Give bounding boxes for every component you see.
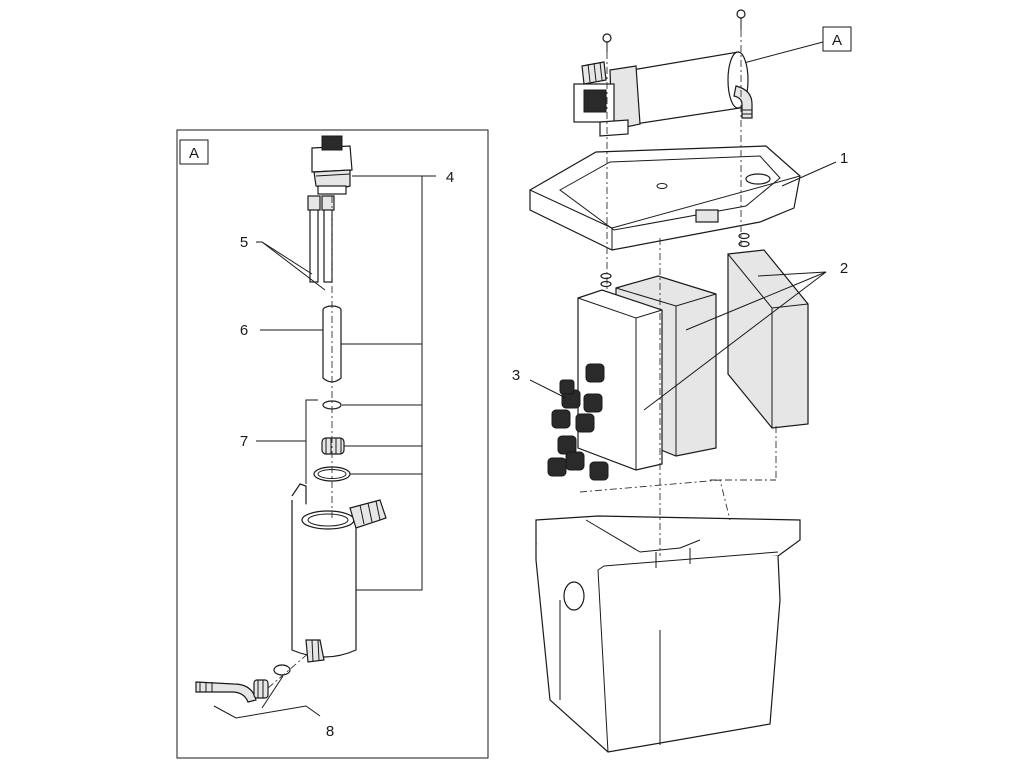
filter-foams [577,249,809,471]
bio-elements [547,363,609,481]
label-7: 7 [240,433,248,450]
inset-frame [176,129,489,759]
inset-tag-box [179,139,209,165]
label-5: 5 [240,234,248,251]
filter-lid [529,145,801,251]
screws [602,9,746,52]
washers [600,232,750,288]
label-8: 8 [326,723,334,740]
label-1: 1 [840,150,848,167]
uvc-housing [291,483,387,663]
hose-elbow [195,664,291,703]
main-assembly: A [512,9,852,753]
inset-tag: A [189,145,199,162]
label-6: 6 [240,322,248,339]
filter-tank [535,479,801,753]
callout-tag: A [832,32,842,49]
inset-panel-a: A [176,129,489,759]
label-4: 4 [446,169,454,186]
main-leader-lines [529,161,837,411]
label-2: 2 [840,260,848,277]
label-3: 3 [512,367,520,384]
main-assembly-axes [606,30,777,556]
callout-tag-box [822,26,852,52]
inset-leader-lines [213,175,436,719]
uvc-lamp-head [311,135,353,195]
uvc-unit [573,51,753,137]
uv-bulbs [307,195,335,283]
